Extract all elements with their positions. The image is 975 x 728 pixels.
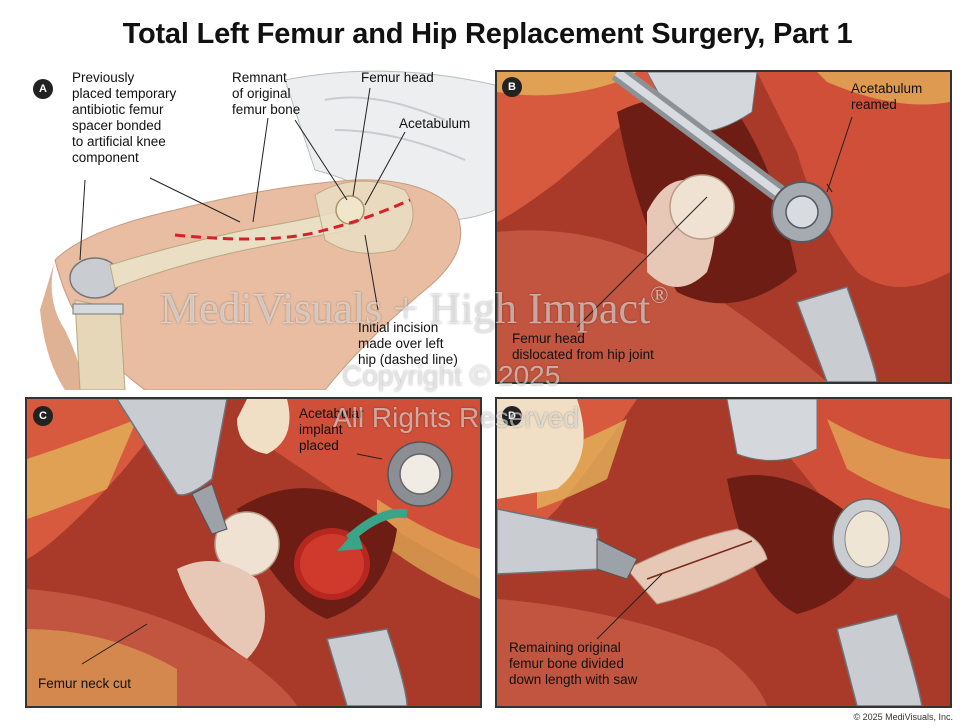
dislocated-label: Femur head dislocated from hip joint: [512, 331, 654, 362]
panel-c-badge: C: [33, 406, 53, 426]
page-title: Total Left Femur and Hip Replacement Sur…: [122, 18, 853, 50]
panel-c-frame: [25, 397, 482, 708]
neck-cut-label: Femur neck cut: [38, 676, 132, 691]
acetabulum-label: Acetabulum: [399, 116, 471, 131]
watermark-brand-text: MediVisuals + High Impact: [160, 284, 651, 333]
reamed-label: Acetabulum reamed: [851, 81, 923, 112]
panel-d-illustration: [497, 399, 950, 706]
panel-d-badge: D: [502, 406, 522, 426]
watermark-rights: All Rights Reserved: [333, 402, 579, 433]
remnant-label: Remnant of original femur bone: [232, 70, 301, 117]
femur-head-label: Femur head: [361, 70, 434, 85]
spacer-label: Previously placed temporary antibiotic f…: [72, 70, 177, 165]
panel-b-illustration: [497, 72, 950, 382]
implant-label: Acetabular implant placed: [299, 406, 364, 453]
panel-c-illustration: [27, 399, 480, 706]
watermark-brand: MediVisuals + High Impact®: [160, 283, 668, 334]
panel-d-frame: [495, 397, 952, 708]
panel-b-badge: B: [502, 77, 522, 97]
panel-a-illustration: [25, 60, 495, 390]
watermark-copyright: Copyright © 2025: [342, 360, 561, 391]
panel-b-frame: [495, 70, 952, 384]
watermark-registered: ®: [650, 283, 669, 309]
incision-label: Initial incision made over left hip (das…: [358, 320, 458, 367]
panel-a-badge: A: [33, 79, 53, 99]
footer-copyright: © 2025 MediVisuals, Inc.: [853, 712, 953, 722]
divided-label: Remaining original femur bone divided do…: [509, 640, 638, 687]
